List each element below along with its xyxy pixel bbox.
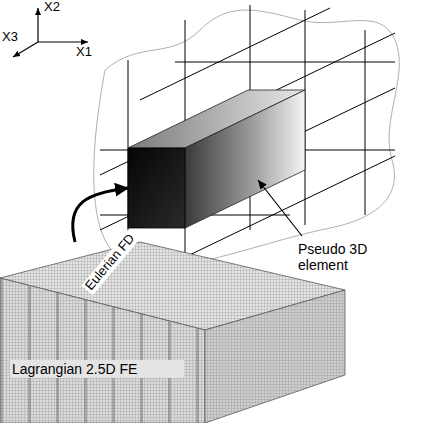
pseudo-3d-box bbox=[128, 90, 305, 228]
leader-arrow bbox=[258, 180, 302, 236]
element-node: Pseudo 3D element bbox=[128, 148, 185, 228]
axis-label: X2 bbox=[44, 0, 60, 15]
axis-label: X3 bbox=[2, 30, 18, 45]
mapping-arrow bbox=[73, 188, 128, 242]
node-label: Lagrangian 2.5D FE bbox=[10, 360, 184, 378]
eulerian-grid bbox=[100, 5, 395, 265]
lagrangian-block bbox=[0, 242, 345, 423]
fe-block-node: Lagrangian 2.5D FE bbox=[0, 242, 345, 423]
axis-label: X1 bbox=[76, 45, 92, 60]
node-label: Pseudo 3D element bbox=[296, 240, 412, 274]
